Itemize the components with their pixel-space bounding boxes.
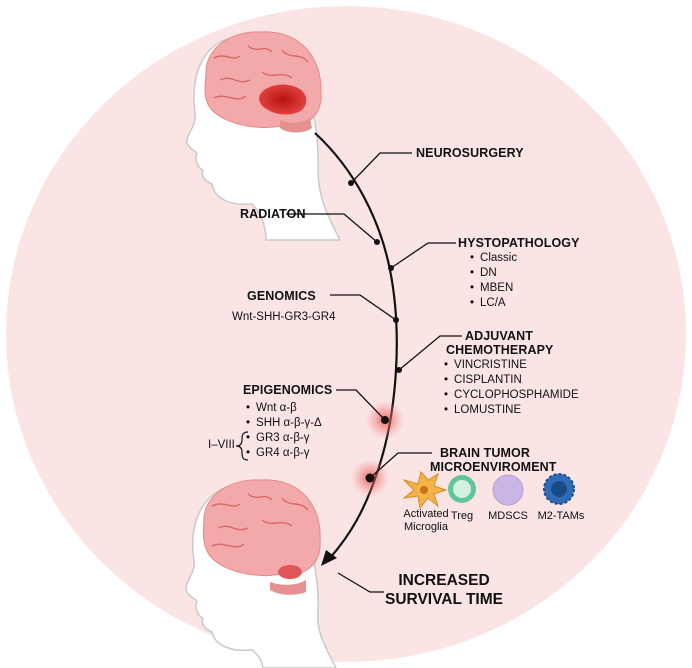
cell-label-m2-tams: M2-TAMs	[537, 510, 585, 522]
cell-label-microglia-line2: Microglia	[403, 521, 448, 533]
mdsc-cell-icon	[492, 474, 524, 506]
genomics-title: GENOMICS	[247, 289, 316, 303]
histopathology-item: MBEN	[470, 282, 513, 294]
outcome-line1: INCREASED	[398, 572, 490, 589]
cell-label-mdsc: MDSCS	[488, 510, 528, 522]
outcome-line2: SURVIVAL TIME	[385, 591, 503, 608]
connector-lines	[286, 152, 462, 593]
epigenomics-item: GR4 α-β-γ	[246, 447, 310, 459]
radiation-label: RADIATON	[240, 207, 306, 221]
histopathology-item: LC/A	[470, 297, 506, 309]
outcome-label: INCREASED SURVIVAL TIME	[382, 571, 506, 609]
adjuvant-title-line2: CHEMOTHERAPY	[446, 343, 554, 357]
timeline-path	[314, 132, 398, 559]
histopathology-item: Classic	[470, 252, 517, 264]
timeline-nodes	[348, 180, 402, 483]
cell-label-microglia-line1: Activated	[403, 508, 449, 520]
epigenomics-item: SHH α-β-γ-Δ	[246, 417, 322, 429]
background-circle	[6, 6, 686, 662]
chemotherapy-item: CISPLANTIN	[444, 374, 522, 386]
range-label: I–VIII	[208, 439, 235, 451]
adjuvant-title-line1: ADJUVANT	[465, 329, 533, 343]
chemotherapy-item: VINCRISTINE	[444, 359, 527, 371]
histopathology-title: HYSTOPATHOLOGY	[458, 236, 580, 250]
m2-tam-cell-icon	[543, 473, 575, 505]
timeline-arrowhead	[321, 550, 337, 566]
microglia-cell-icon	[402, 470, 448, 510]
child-head-brain-reduced-tumor-icon	[185, 479, 337, 668]
bracket-icon	[235, 431, 249, 461]
epigenomics-item: Wnt α-β	[246, 402, 297, 414]
microenvironment-title-line2: MICROENVIROMENT	[430, 460, 557, 474]
neurosurgery-label: NEUROSURGERY	[416, 146, 524, 160]
chemotherapy-item: LOMUSTINE	[444, 404, 521, 416]
child-head-brain-tumor-icon	[186, 31, 342, 241]
genomics-subtitle: Wnt-SHH-GR3-GR4	[232, 311, 336, 323]
histopathology-item: DN	[470, 267, 497, 279]
microenvironment-title-line1: BRAIN TUMOR	[440, 446, 530, 460]
cell-label-microglia: Activated Microglia	[396, 508, 456, 534]
epigenomics-item: GR3 α-β-γ	[246, 432, 310, 444]
epigenomics-title: EPIGENOMICS	[243, 383, 333, 397]
cell-label-treg: Treg	[450, 510, 474, 522]
chemotherapy-item: CYCLOPHOSPHAMIDE	[444, 389, 579, 401]
treg-cell-icon	[448, 475, 476, 503]
